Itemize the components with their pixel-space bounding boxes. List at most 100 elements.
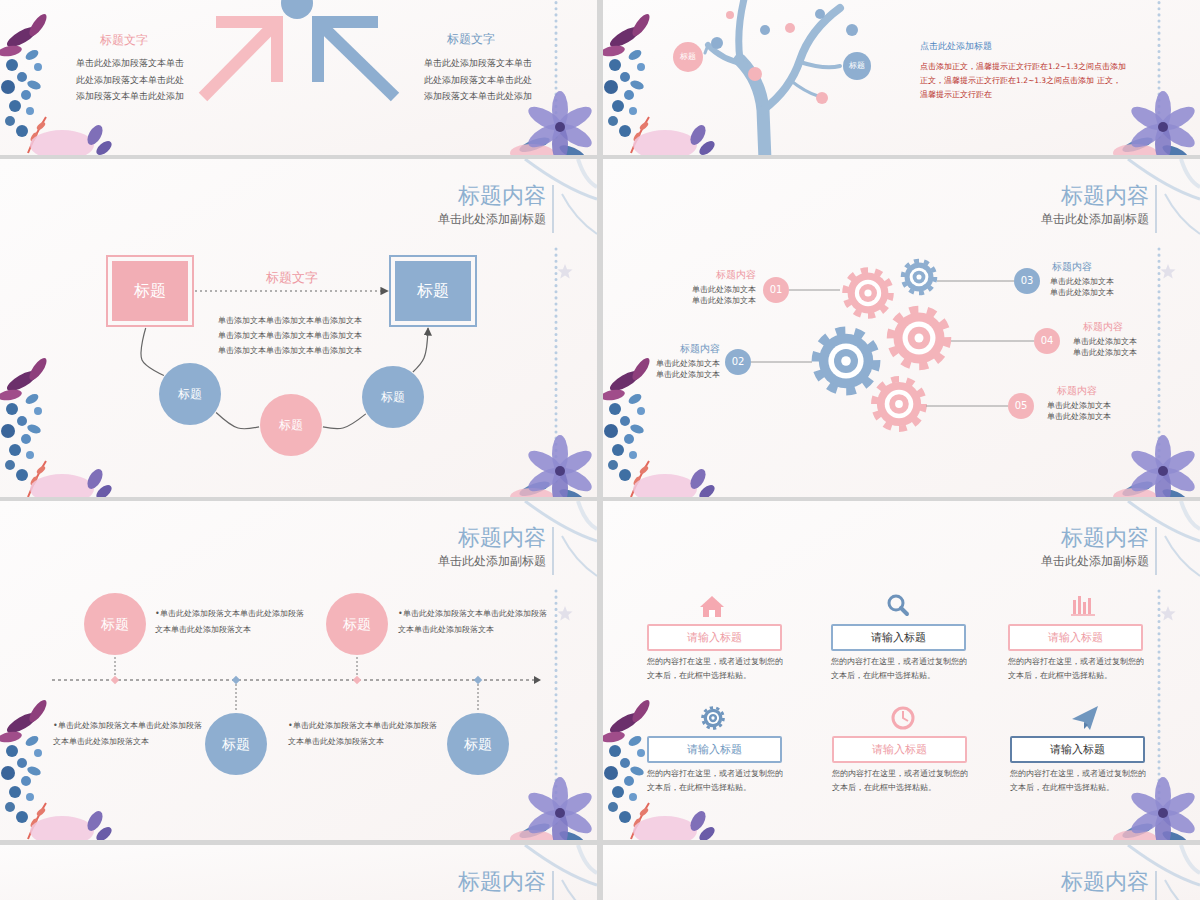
body-text: 单击添加文本单击添加文本单击添加文本 单击添加文本单击添加文本单击添加文本 单击… [218, 314, 383, 358]
feature-icons [1088, 598, 1091, 614]
slide-panels [603, 845, 1200, 900]
node-text: 03 [1021, 275, 1034, 287]
node-text: 标题 [134, 281, 166, 300]
input-title-box: 请输入标题 [831, 624, 966, 651]
tree-illustration [763, 8, 840, 110]
slide-decorations [0, 845, 597, 900]
tree-illustration [748, 67, 762, 81]
gear-illustration [816, 261, 948, 429]
text-heading: 标题文字 [100, 33, 148, 48]
slide-decorations [0, 0, 597, 155]
feature-icons [893, 708, 913, 728]
node-text: 05 [1015, 400, 1028, 412]
feature-icons [903, 711, 908, 721]
tree-illustration [790, 80, 818, 96]
item-heading: 标题内容 [656, 269, 756, 281]
step-circle: 标题 [260, 394, 322, 456]
slide-decorations [0, 0, 597, 155]
timeline [236, 684, 237, 711]
edge-label: 标题文字 [266, 270, 318, 286]
node-text: 标题 [178, 387, 202, 401]
slide-panels [0, 0, 597, 155]
connector [195, 290, 388, 291]
slide-subtitle: 单击此处添加副标题 [949, 212, 1149, 226]
slide-title: 标题内容 [949, 870, 1149, 894]
circle-fill [326, 593, 388, 655]
node-text: 标题 [279, 418, 303, 432]
tree-illustration [846, 24, 858, 36]
converging-arrows [203, 22, 277, 97]
body-text: 您的内容打在这里，或者通过复制您的 文本后，在此框中选择粘贴。 [1008, 655, 1163, 683]
leader-lines [951, 341, 1034, 342]
slide-decorations [603, 159, 1200, 497]
tree-illustration [726, 11, 734, 19]
timeline [478, 684, 479, 711]
circle-fill [260, 394, 322, 456]
bullet-text: •单击此处添加段落文本单击此处添加段落 文本单击此处添加段落文本 [398, 606, 568, 638]
item-heading: 标题内容 [1052, 261, 1092, 273]
item-text: 单击此处添加文本 单击此处添加文本 [1073, 337, 1163, 358]
input-title-box: 请输入标题 [647, 624, 782, 651]
node-text: 标题 [222, 736, 250, 753]
converging-arrows [318, 22, 395, 97]
slide-panels [0, 501, 597, 840]
feature-icons [709, 610, 715, 617]
body-text: 您的内容打在这里，或者通过复制您的 文本后，在此框中选择粘贴。 [832, 767, 987, 795]
branch-circle: 标题 [673, 42, 703, 72]
node-text: 请输入标题 [871, 631, 926, 644]
node-text: 标题 [381, 390, 405, 404]
text-heading: 标题文字 [447, 32, 495, 47]
timeline [52, 657, 541, 711]
feature-icons [1072, 706, 1098, 730]
timeline [357, 657, 358, 676]
slide-panels [0, 159, 597, 497]
title-box: 标题 [106, 255, 194, 327]
slide-decorations [0, 501, 597, 840]
circle-fill [1008, 393, 1034, 419]
node-text: 请输入标题 [872, 743, 927, 756]
body-text: 单击此处添加段落文本单击 此处添加段落文本单击此处 添加段落文本单击此处添加 [424, 55, 549, 105]
feature-icons [1071, 614, 1095, 616]
node-text: 请输入标题 [687, 631, 742, 644]
leader-lines [789, 290, 840, 291]
body-text: 您的内容打在这里，或者通过复制您的 文本后，在此框中选择粘贴。 [647, 767, 802, 795]
slide-decorations [0, 159, 597, 497]
node-text: 请输入标题 [1048, 631, 1103, 644]
slide-decorations [603, 845, 1200, 900]
circle-fill [673, 42, 703, 72]
input-title-box: 请输入标题 [647, 736, 782, 763]
connector [413, 328, 428, 372]
circle-fill [725, 349, 751, 375]
slide-decorations [603, 501, 1200, 840]
node-text: 标题 [464, 736, 492, 753]
item-heading: 标题内容 [1057, 385, 1097, 397]
item-text: 单击此处添加文本 单击此处添加文本 [620, 359, 720, 380]
step-circle: 标题 [362, 366, 424, 428]
tree-illustration [800, 62, 840, 67]
node-text: 标题 [680, 52, 696, 62]
connector [323, 414, 366, 429]
circle-fill [763, 277, 789, 303]
tree-illustration [816, 92, 828, 104]
bullet-text: •单击此处添加段落文本单击此处添加段落 文本单击此处添加段落文本 [288, 718, 458, 750]
slide-decorations [603, 501, 1200, 840]
slide-decorations [603, 0, 1200, 155]
number-circle: 03 [1014, 268, 1040, 294]
item-heading: 标题内容 [1083, 321, 1123, 333]
body-text: 点击添加正文，温馨提示正文行距在1.2~1.3之间点击添加 正文，温馨提示正文行… [920, 60, 1135, 102]
timeline [474, 676, 482, 684]
tree-illustration [711, 37, 723, 49]
gear-illustration [874, 379, 923, 428]
timeline-circle: 标题 [84, 593, 146, 655]
node-text: 01 [770, 284, 783, 296]
node-text: 标题 [101, 616, 129, 633]
feature-icons [703, 708, 724, 729]
node-text: 请输入标题 [1050, 743, 1105, 756]
number-circle: 05 [1008, 393, 1034, 419]
slide-panels [603, 159, 1200, 497]
item-text: 单击此处添加文本 单击此处添加文本 [656, 285, 756, 306]
slide-title: 标题内容 [949, 184, 1149, 208]
